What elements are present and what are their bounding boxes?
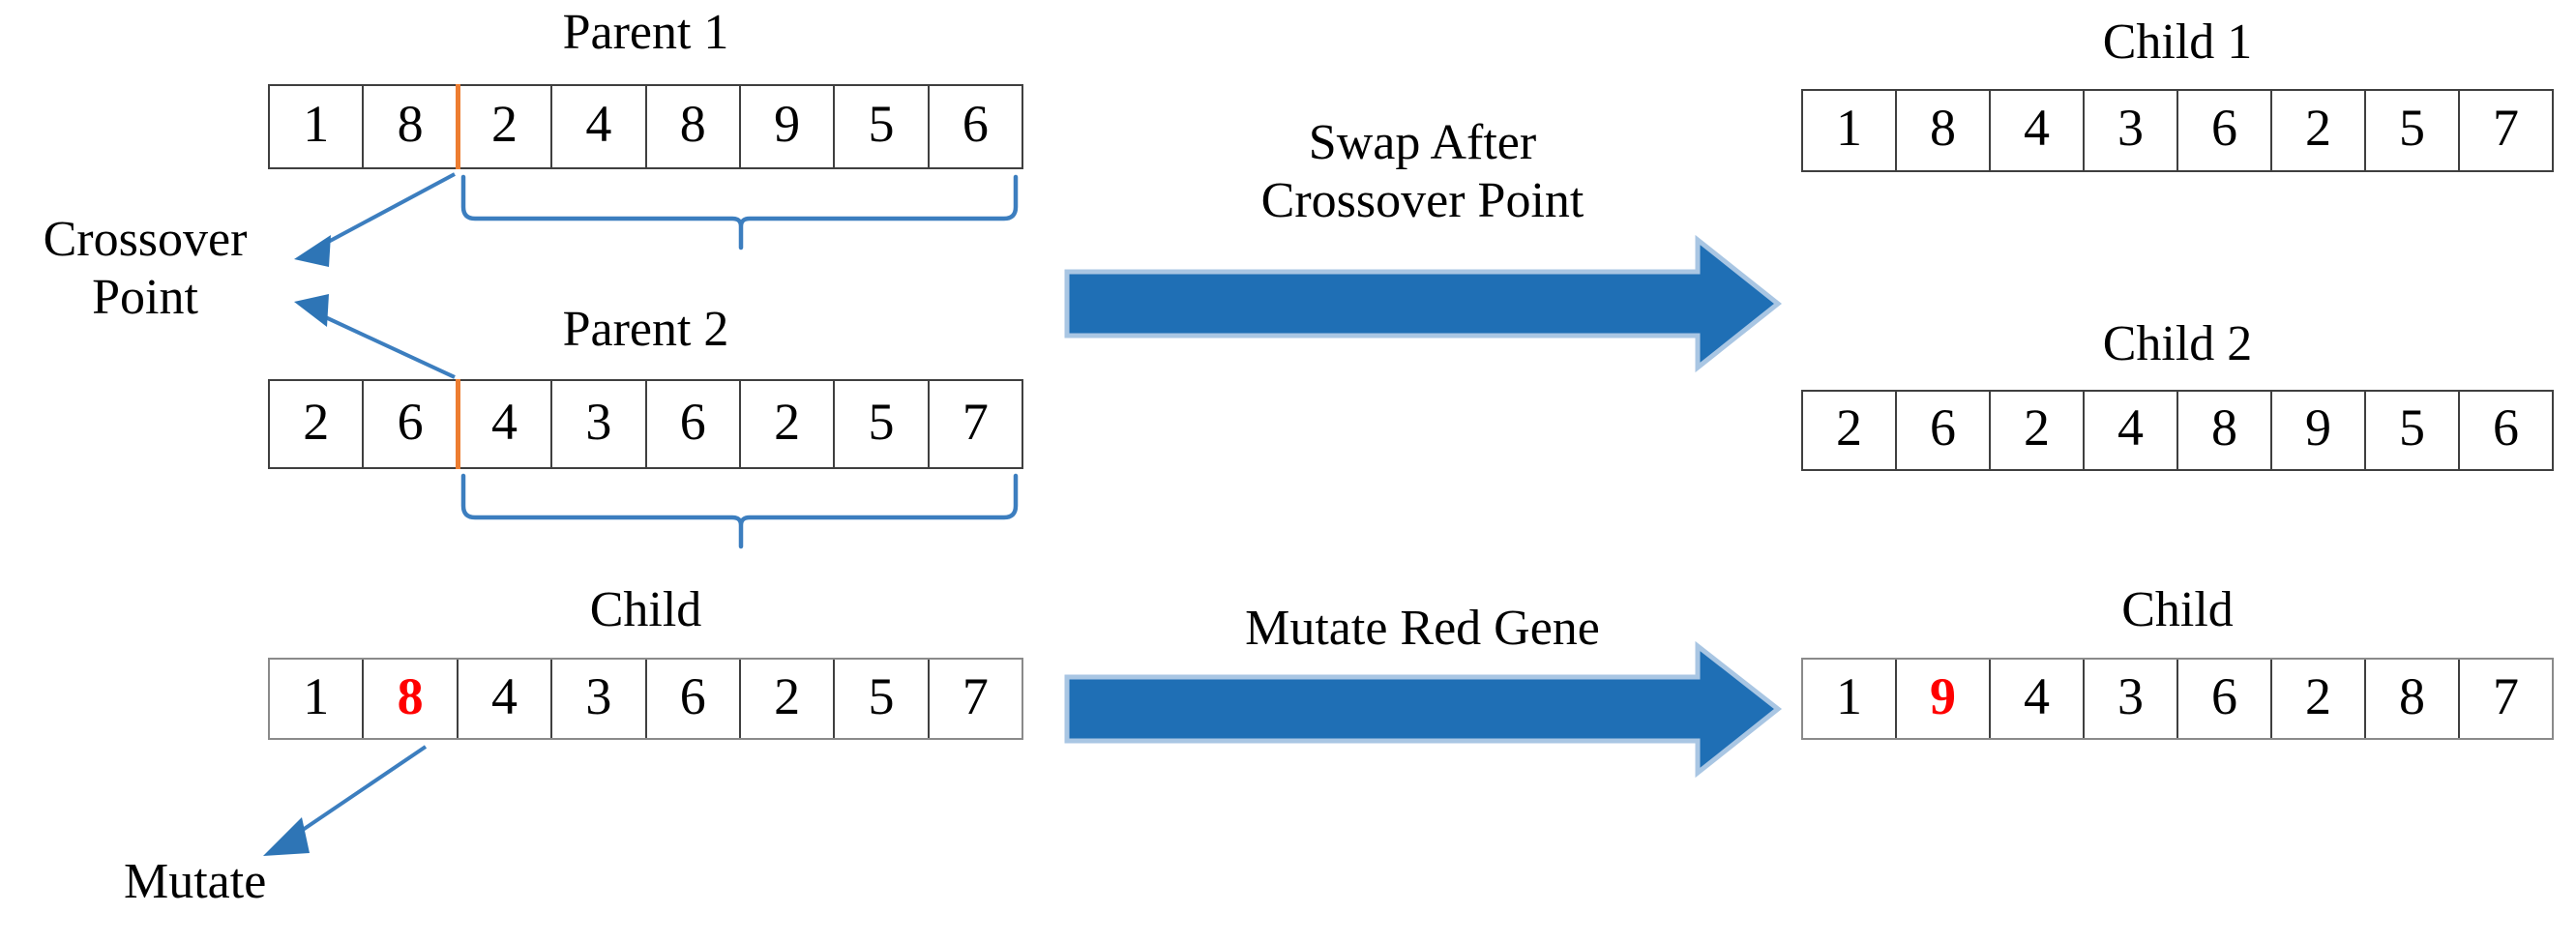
gene-cell[interactable]: 4 — [1991, 660, 2085, 738]
gene-cell[interactable]: 6 — [647, 660, 741, 738]
gene-cell[interactable]: 1 — [1803, 91, 1897, 170]
gene-cell[interactable]: 2 — [270, 381, 365, 467]
chromosome-child-2[interactable]: 2 6 2 4 8 9 5 6 — [1801, 390, 2554, 471]
gene-cell[interactable]: 2 — [741, 660, 836, 738]
caption-child-after-mutation: Child — [2121, 582, 2234, 637]
brace-parent1 — [460, 174, 1019, 250]
gene-cell-mutated[interactable]: 9 — [1897, 660, 1991, 738]
gene-cell[interactable]: 3 — [552, 381, 647, 467]
gene-cell[interactable]: 6 — [2493, 398, 2519, 457]
gene-cell[interactable]: 1 — [1803, 660, 1897, 738]
gene-cell[interactable]: 5 — [835, 660, 930, 738]
mutate-label: Mutate — [124, 854, 267, 909]
gene-cell[interactable]: 9 — [2272, 392, 2366, 469]
crossover-marker-parent-1 — [456, 84, 460, 169]
gene-cell[interactable]: 2 — [2272, 91, 2366, 170]
gene-cell[interactable]: 9 — [741, 86, 836, 167]
caption-child-before-mutation: Child — [589, 582, 702, 637]
chromosome-child-before-mutation[interactable]: 1 8 4 3 6 2 5 7 — [268, 658, 1023, 740]
crossover-point-label-line1: Crossover — [43, 212, 248, 267]
crossover-point-label-line2: Point — [92, 270, 198, 326]
gene-cell[interactable]: 6 — [2178, 660, 2272, 738]
crossover-pointer-parent1-arrow — [294, 172, 456, 267]
gene-cell[interactable]: 4 — [459, 381, 553, 467]
gene-cell[interactable]: 6 — [962, 95, 989, 153]
brace-parent2 — [460, 473, 1019, 549]
gene-cell[interactable]: 6 — [364, 381, 459, 467]
gene-cell[interactable]: 5 — [835, 86, 930, 167]
swap-arrow-label: Swap After Crossover Point — [1067, 114, 1778, 231]
mutate-arrow-label: Mutate Red Gene — [1245, 601, 1600, 656]
chromosome-child-1[interactable]: 1 8 4 3 6 2 5 7 — [1801, 89, 2554, 172]
gene-cell[interactable]: 8 — [2366, 660, 2460, 738]
gene-cell[interactable]: 4 — [459, 660, 553, 738]
gene-cell[interactable]: 8 — [1897, 91, 1991, 170]
gene-cell[interactable]: 7 — [2493, 99, 2519, 157]
swap-arrow-label-line1: Swap After — [1308, 115, 1537, 170]
gene-cell[interactable]: 6 — [2178, 91, 2272, 170]
gene-cell[interactable]: 8 — [2178, 392, 2272, 469]
gene-cell[interactable]: 5 — [2366, 91, 2460, 170]
gene-cell[interactable]: 6 — [647, 381, 741, 467]
chromosome-parent-1[interactable]: 1 8 2 4 8 9 5 6 — [268, 84, 1023, 169]
gene-cell[interactable]: 6 — [1897, 392, 1991, 469]
crossover-marker-parent-2 — [456, 379, 460, 469]
swap-arrow-label-line2: Crossover Point — [1260, 173, 1584, 229]
gene-cell[interactable]: 7 — [962, 392, 989, 451]
gene-cell[interactable]: 4 — [2085, 392, 2178, 469]
gene-cell[interactable]: 4 — [552, 86, 647, 167]
gene-cell[interactable]: 5 — [2366, 392, 2460, 469]
gene-cell-mutated[interactable]: 8 — [364, 660, 459, 738]
mutate-pointer-arrow — [263, 745, 428, 856]
gene-cell[interactable]: 2 — [1803, 392, 1897, 469]
gene-cell[interactable]: 8 — [364, 86, 459, 167]
swap-block-arrow — [1064, 234, 1783, 373]
gene-cell[interactable]: 2 — [2272, 660, 2366, 738]
gene-cell[interactable]: 7 — [962, 666, 989, 725]
mutate-block-arrow — [1064, 640, 1783, 779]
gene-cell[interactable]: 2 — [1991, 392, 2085, 469]
caption-child-2: Child 2 — [2102, 316, 2253, 371]
chromosome-parent-2[interactable]: 2 6 4 3 6 2 5 7 — [268, 379, 1023, 469]
caption-parent-1: Parent 1 — [562, 5, 729, 60]
caption-child-1: Child 1 — [2102, 15, 2253, 70]
gene-cell[interactable]: 2 — [459, 86, 553, 167]
gene-cell[interactable]: 4 — [1991, 91, 2085, 170]
gene-cell[interactable]: 3 — [2085, 660, 2178, 738]
gene-cell[interactable]: 3 — [552, 660, 647, 738]
gene-cell[interactable]: 2 — [741, 381, 836, 467]
gene-cell[interactable]: 1 — [270, 660, 365, 738]
gene-cell[interactable]: 5 — [835, 381, 930, 467]
gene-cell[interactable]: 8 — [647, 86, 741, 167]
gene-cell[interactable]: 3 — [2085, 91, 2178, 170]
caption-parent-2: Parent 2 — [562, 302, 729, 357]
gene-cell[interactable]: 7 — [2493, 666, 2519, 725]
gene-cell[interactable]: 1 — [270, 86, 365, 167]
chromosome-child-after-mutation[interactable]: 1 9 4 3 6 2 8 7 — [1801, 658, 2554, 740]
crossover-point-label: Crossover Point — [0, 211, 290, 328]
